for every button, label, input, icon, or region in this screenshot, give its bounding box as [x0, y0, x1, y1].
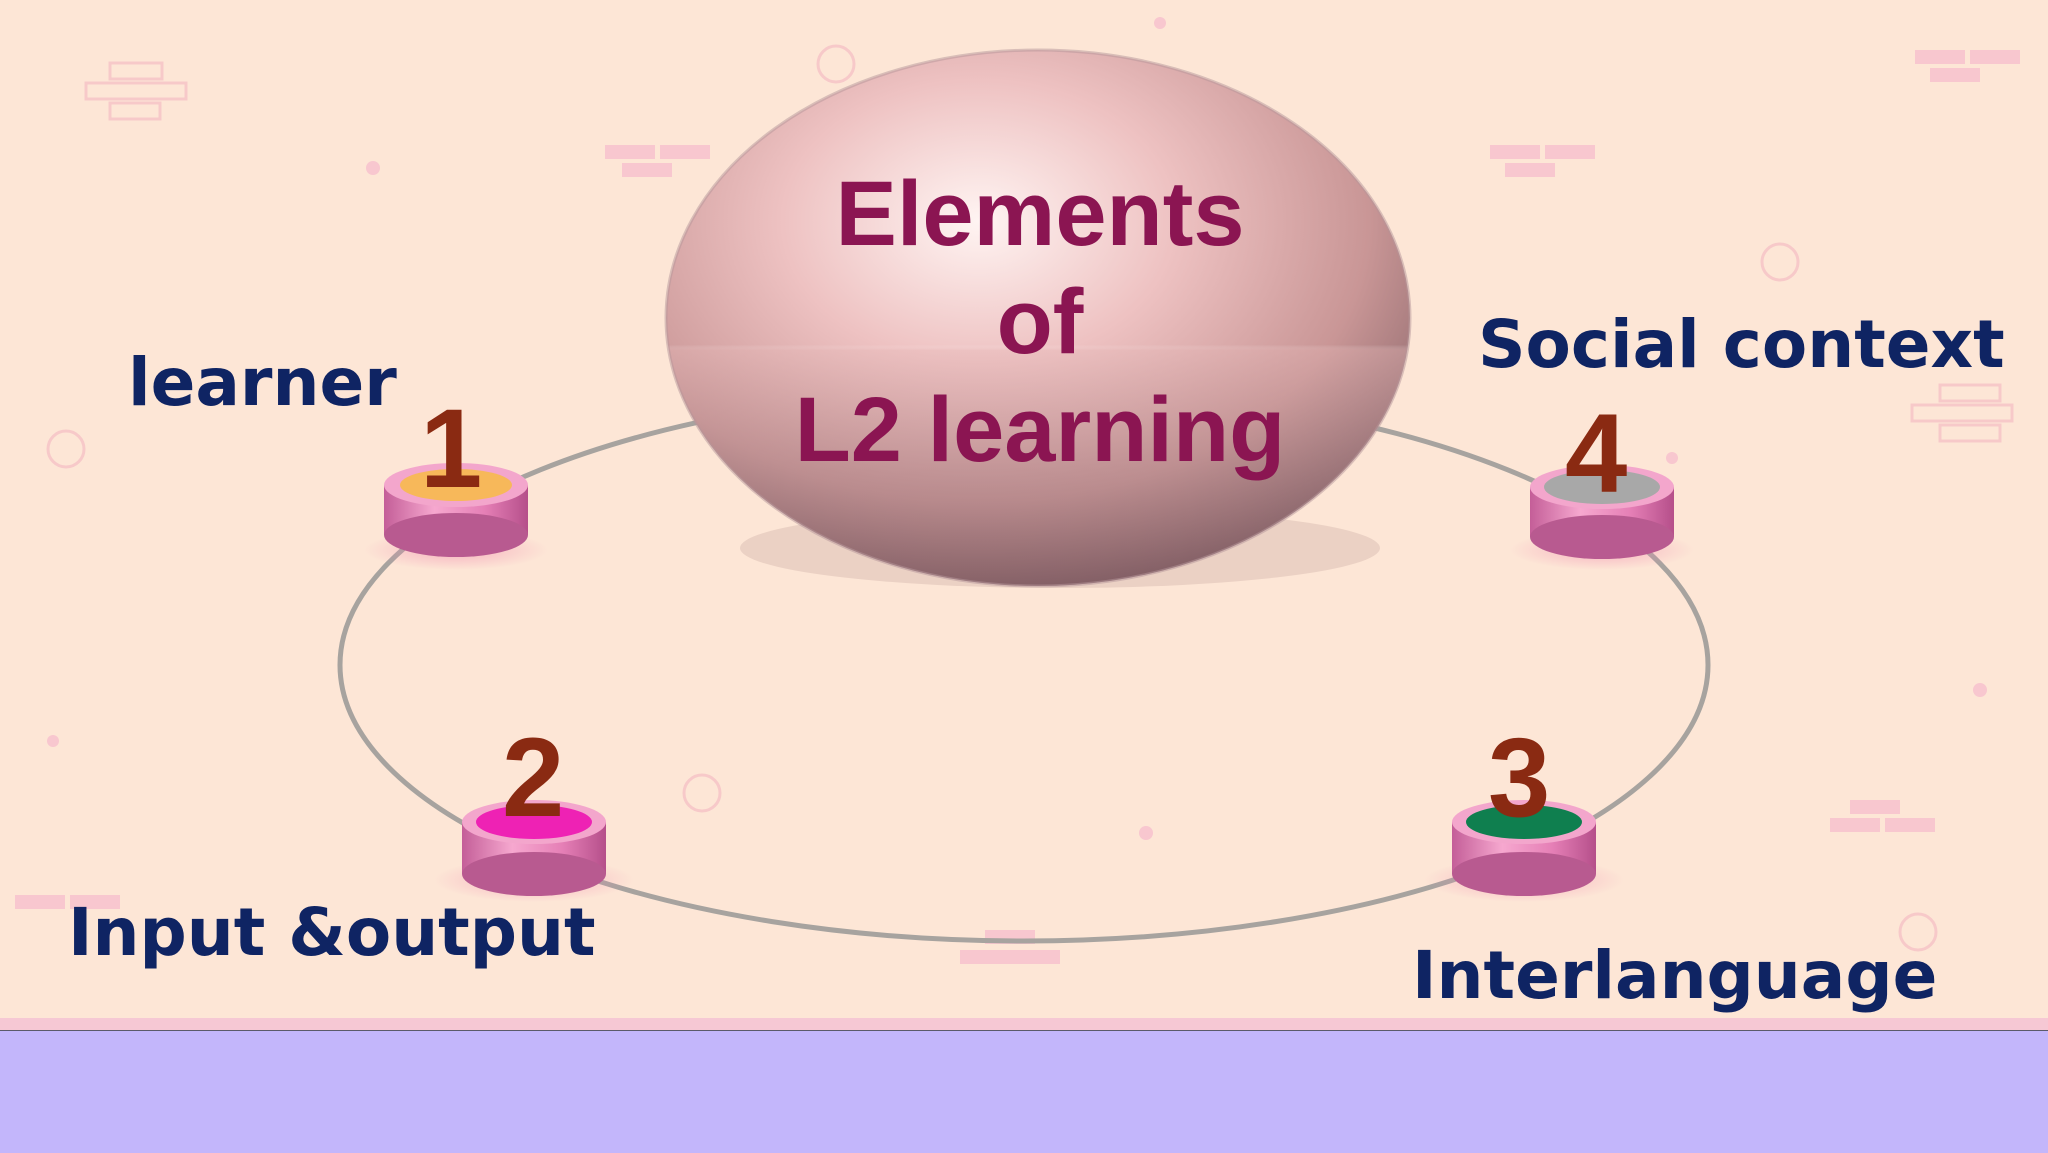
title-egg: [664, 48, 1412, 588]
node-4-number: 4: [1565, 391, 1628, 516]
node-4-label: Social context: [1478, 306, 2005, 383]
node-2-cap: [476, 805, 592, 839]
background-decorations: [46, 44, 2014, 952]
node-1-cap: [400, 469, 512, 501]
node-3-cap: [1466, 805, 1582, 839]
node-2-label: Input &output: [68, 894, 596, 971]
background-bricks: [15, 17, 2020, 964]
node-3-cylinder: [1424, 800, 1624, 902]
footer-bar: [0, 1030, 2048, 1153]
node-2-cylinder: [434, 800, 634, 902]
diagram-title: Elements of L2 learning: [690, 160, 1390, 484]
footer-accent-line: [0, 1018, 2048, 1030]
node-4-cap: [1544, 470, 1660, 504]
node-4-cylinder: [1510, 465, 1694, 570]
title-line-1: Elements: [835, 163, 1245, 265]
node-1-number: 1: [420, 386, 483, 511]
title-line-2: of: [996, 271, 1084, 373]
node-3-label: Interlanguage: [1412, 937, 1938, 1014]
node-3-number: 3: [1488, 715, 1551, 840]
node-1-cylinder: [364, 463, 548, 570]
node-1-label: learner: [128, 344, 397, 421]
node-2-number: 2: [502, 715, 565, 840]
title-line-3: L2 learning: [794, 379, 1286, 481]
